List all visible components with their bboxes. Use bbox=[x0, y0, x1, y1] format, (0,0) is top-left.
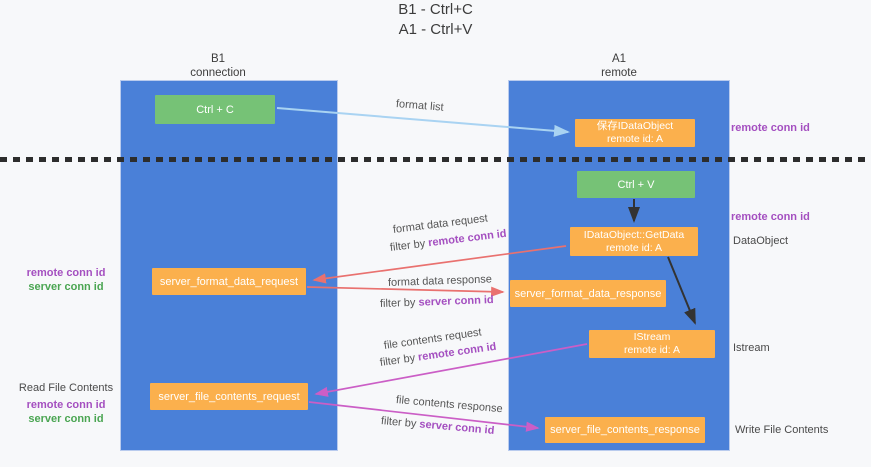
getdata-title: IDataObject::GetData bbox=[583, 228, 685, 241]
title-line-2: A1 - Ctrl+V bbox=[398, 21, 473, 38]
left-server-conn-id-label-1: server conn id bbox=[28, 281, 104, 293]
diagram-title: B1 - Ctrl+C A1 - Ctrl+V bbox=[0, 0, 871, 40]
istream-side-label: Istream bbox=[733, 342, 770, 354]
server-format-data-response-label: server_format_data_response bbox=[514, 287, 662, 300]
save-dataobject-node: 保存IDataObject remote id: A bbox=[575, 119, 695, 147]
ctrl-v-node: Ctrl + V bbox=[577, 171, 695, 198]
file-contents-response-arrow bbox=[308, 401, 540, 432]
server-file-contents-response-label: server_file_contents_response bbox=[550, 424, 700, 436]
dataobject-label: DataObject bbox=[733, 235, 789, 247]
istream-title: IStream bbox=[633, 331, 671, 343]
server-format-data-request-node: server_format_data_request bbox=[152, 268, 306, 295]
right-remote-conn-id-label-2: remote conn id bbox=[731, 211, 810, 223]
save-dataobject-title: 保存IDataObject bbox=[596, 120, 674, 132]
write-file-contents-label: Write File Contents bbox=[735, 424, 829, 436]
left-server-conn-id-label-2: server conn id bbox=[28, 413, 104, 425]
server-file-contents-request-label: server_file_contents_request bbox=[158, 390, 300, 403]
title-line-1: B1 - Ctrl+C bbox=[398, 1, 473, 18]
ctrl-c-label: Ctrl + C bbox=[196, 103, 234, 116]
server-file-contents-response-node: server_file_contents_response bbox=[545, 417, 705, 443]
left-remote-conn-id-label-2: remote conn id bbox=[26, 399, 106, 411]
left-column-name: B1 bbox=[210, 53, 226, 65]
format-data-request-arrow bbox=[312, 245, 567, 284]
right-remote-conn-id-label-1: remote conn id bbox=[731, 122, 810, 134]
istream-node: IStream remote id: A bbox=[589, 330, 715, 358]
filter-by-text: filter by bbox=[379, 296, 419, 310]
format-list-arrow bbox=[276, 107, 570, 137]
getdata-to-istream-arrow bbox=[667, 256, 696, 325]
server-file-contents-request-node: server_file_contents_request bbox=[150, 383, 308, 410]
right-column-header: A1 remote bbox=[549, 52, 689, 80]
ctrl-c-node: Ctrl + C bbox=[155, 95, 275, 124]
session-divider-dashed-line bbox=[0, 157, 871, 162]
right-column-subtitle: remote bbox=[601, 67, 637, 79]
left-column-subtitle: connection bbox=[190, 67, 246, 79]
server-format-data-response-node: server_format_data_response bbox=[510, 280, 666, 307]
istream-remote-id: remote id: A bbox=[623, 344, 681, 356]
save-dataobject-remote-id: remote id: A bbox=[606, 133, 664, 145]
right-column-name: A1 bbox=[611, 53, 627, 65]
server-format-data-request-label: server_format_data_request bbox=[159, 275, 299, 288]
file-contents-request-arrow bbox=[314, 343, 588, 397]
read-file-contents-label: Read File Contents bbox=[18, 382, 114, 394]
left-remote-conn-id-label-1: remote conn id bbox=[26, 267, 106, 279]
left-column-header: B1 connection bbox=[148, 52, 288, 80]
format-data-response-arrow bbox=[306, 286, 505, 297]
getdata-remote-id: remote id: A bbox=[605, 241, 663, 254]
getdata-node: IDataObject::GetData remote id: A bbox=[570, 227, 698, 256]
ctrl-v-label: Ctrl + V bbox=[617, 178, 655, 191]
